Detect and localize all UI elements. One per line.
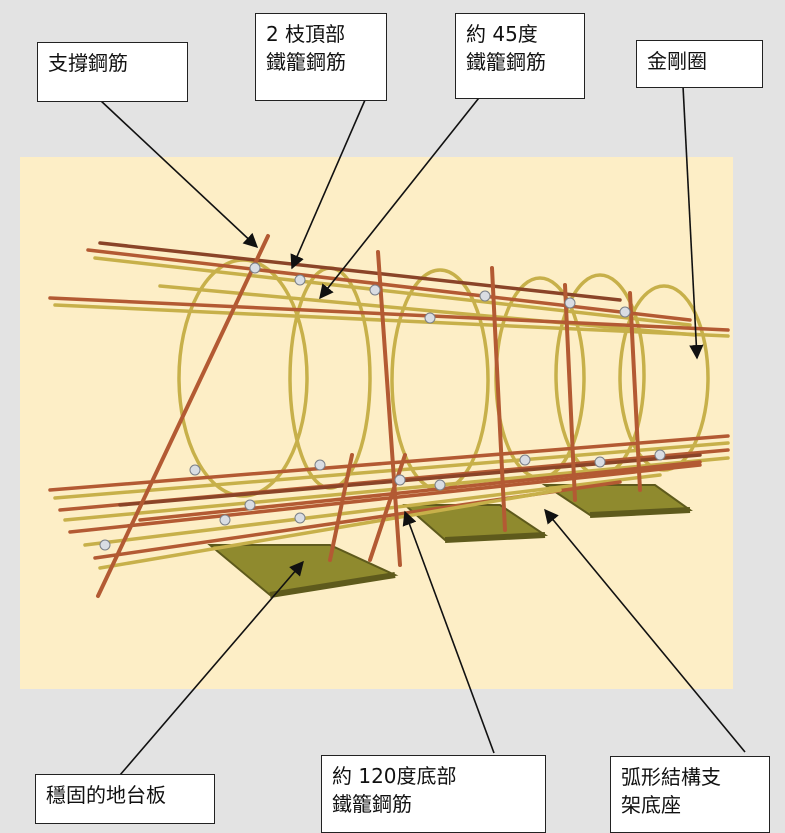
rebar-11 (68, 463, 702, 534)
label-120deg-line2: 鐵籠鋼筋 (332, 792, 412, 816)
callout-support-rebar: 支撐鋼筋 (37, 42, 188, 102)
rebar-6 (53, 303, 730, 338)
label-arc-line1: 弧形結構支 (621, 765, 721, 789)
clip-17 (219, 514, 231, 526)
callout-diamond-ring: 金剛圈 (636, 40, 763, 88)
support-rebar-7 (368, 453, 407, 562)
label-45deg-line1: 約 45度 (466, 22, 538, 46)
rebar-12 (83, 473, 662, 547)
clip-13 (519, 454, 531, 466)
rebar-clips (99, 262, 666, 551)
support-rebar-3 (490, 266, 507, 532)
clip-7 (619, 306, 631, 318)
label-top-two-line1: 2 枝頂部 (266, 22, 346, 46)
clip-15 (654, 449, 666, 461)
leader-line-5 (119, 560, 304, 776)
clip-14 (594, 456, 606, 468)
rebar-5 (48, 296, 730, 332)
clip-3 (369, 284, 381, 296)
clip-16 (99, 539, 111, 551)
clip-6 (564, 297, 576, 309)
rebar-3 (98, 241, 622, 302)
support-rebar-5 (628, 291, 642, 492)
leader-lines (99, 83, 746, 776)
clip-2 (294, 274, 306, 286)
support-rebars (96, 234, 642, 598)
rebar-4 (158, 284, 697, 337)
base-plate-edge-3 (589, 507, 691, 518)
clip-1 (249, 262, 261, 274)
label-120deg-line1: 約 120度底部 (332, 764, 457, 788)
clip-8 (189, 464, 201, 476)
leader-line-1 (99, 99, 259, 248)
support-rebar-6 (328, 453, 354, 562)
clip-4 (424, 312, 436, 324)
callout-45-degree-rebars: 約 45度 鐵籠鋼筋 (455, 13, 585, 99)
rebar-1 (86, 248, 692, 322)
support-rebar-4 (563, 283, 577, 502)
base-plate-edge-1 (269, 572, 396, 598)
support-rebar-2 (376, 250, 402, 567)
label-base-plate: 穩固的地台板 (46, 783, 166, 807)
base-plate-3 (541, 484, 693, 517)
label-45deg-line2: 鐵籠鋼筋 (466, 50, 546, 74)
leader-line-2 (290, 99, 366, 270)
callout-120-degree-bottom-rebars: 約 120度底部 鐵籠鋼筋 (321, 755, 546, 833)
callout-arc-support-base: 弧形結構支 架底座 (610, 756, 770, 833)
leader-line-6 (402, 510, 495, 754)
leader-line-3 (319, 83, 491, 300)
clip-11 (394, 474, 406, 486)
label-support-rebar: 支撐鋼筋 (48, 51, 128, 75)
label-top-two-line2: 鐵籠鋼筋 (266, 50, 346, 74)
clip-9 (244, 499, 256, 511)
support-rebar-1 (96, 234, 270, 598)
label-diamond-ring: 金剛圈 (647, 49, 707, 73)
rebar-7 (48, 434, 730, 492)
callout-base-plate: 穩固的地台板 (35, 774, 215, 824)
leader-line-4 (682, 85, 704, 360)
label-arc-line2: 架底座 (621, 793, 681, 817)
rebar-16 (138, 460, 702, 522)
clip-5 (479, 290, 491, 302)
clip-12 (434, 479, 446, 491)
leader-line-7 (544, 508, 746, 753)
base-plate-edge-2 (444, 532, 546, 543)
clip-18 (294, 512, 306, 524)
clip-10 (314, 459, 326, 471)
rebar-2 (93, 256, 692, 327)
callout-top-two-rebars: 2 枝頂部 鐵籠鋼筋 (255, 13, 387, 101)
rebar-14 (98, 488, 562, 570)
